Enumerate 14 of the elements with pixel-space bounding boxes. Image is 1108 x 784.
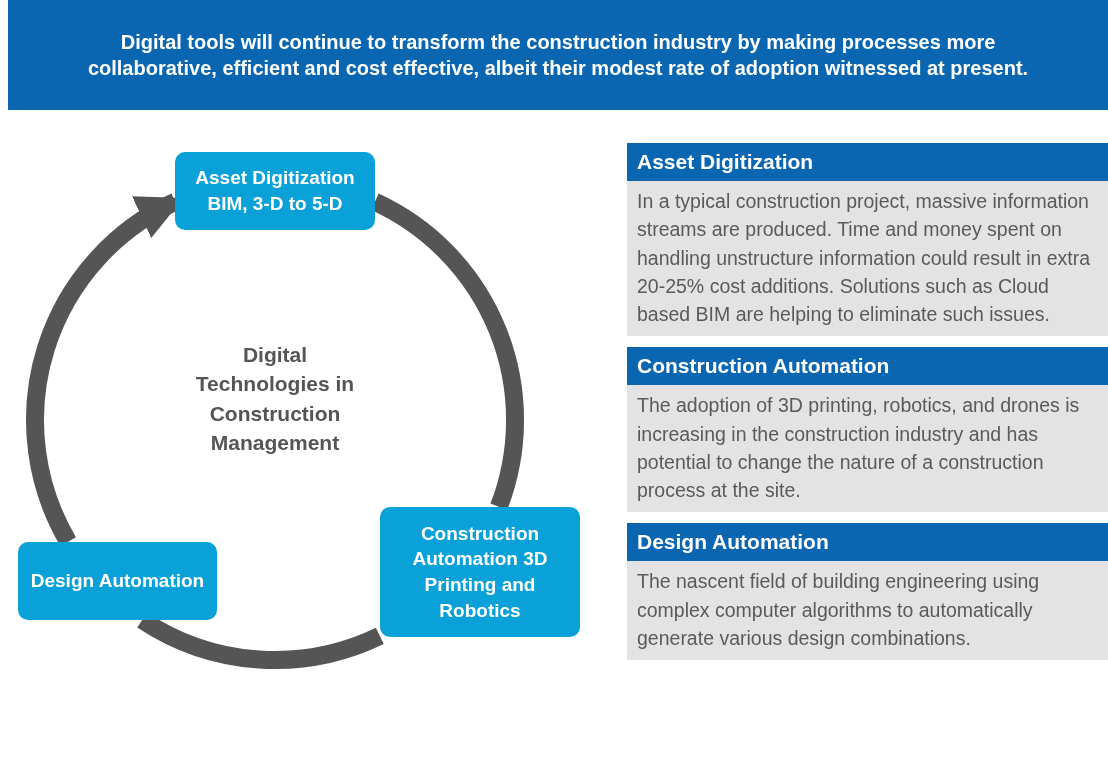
panel-heading: Construction Automation <box>627 347 1108 386</box>
center-text: Digital Technologies in Construction Management <box>194 342 356 457</box>
cycle-step-box: Design Automation <box>18 542 217 620</box>
cycle-step-box: Asset Digitization BIM, 3-D to 5-D <box>175 152 375 230</box>
title-banner: Digital tools will continue to transform the construction industry by making processes more collaborative, efficient and cost effective, albeit their modest rate of adoption witnessed at present. <box>8 0 1108 110</box>
info-panel <box>627 347 1108 513</box>
info-panel <box>627 143 1108 337</box>
panel-heading: Asset Digitization <box>627 143 1108 181</box>
panel-text: The nascent field of building engineering using complex computer algorithms to automatically generate various design combinations. <box>636 569 1041 651</box>
panel-text: The adoption of 3D printing, robotics, and drones is increasing in the construction industry and has potential to change the nature of a construction process at the site. <box>636 393 1081 504</box>
info-panel <box>627 523 1108 661</box>
cycle-step-box: Construction Automation 3D Printing and Robotics <box>380 507 580 637</box>
panel-text: In a typical construction project, massive information streams are produced. Time and money spent on handling unstructure information could result in extra 20-25% cost additions. Solutions such as Cloud based BIM are helping to eliminate such issues. <box>636 189 1092 328</box>
panel-heading: Design Automation <box>627 523 1108 562</box>
